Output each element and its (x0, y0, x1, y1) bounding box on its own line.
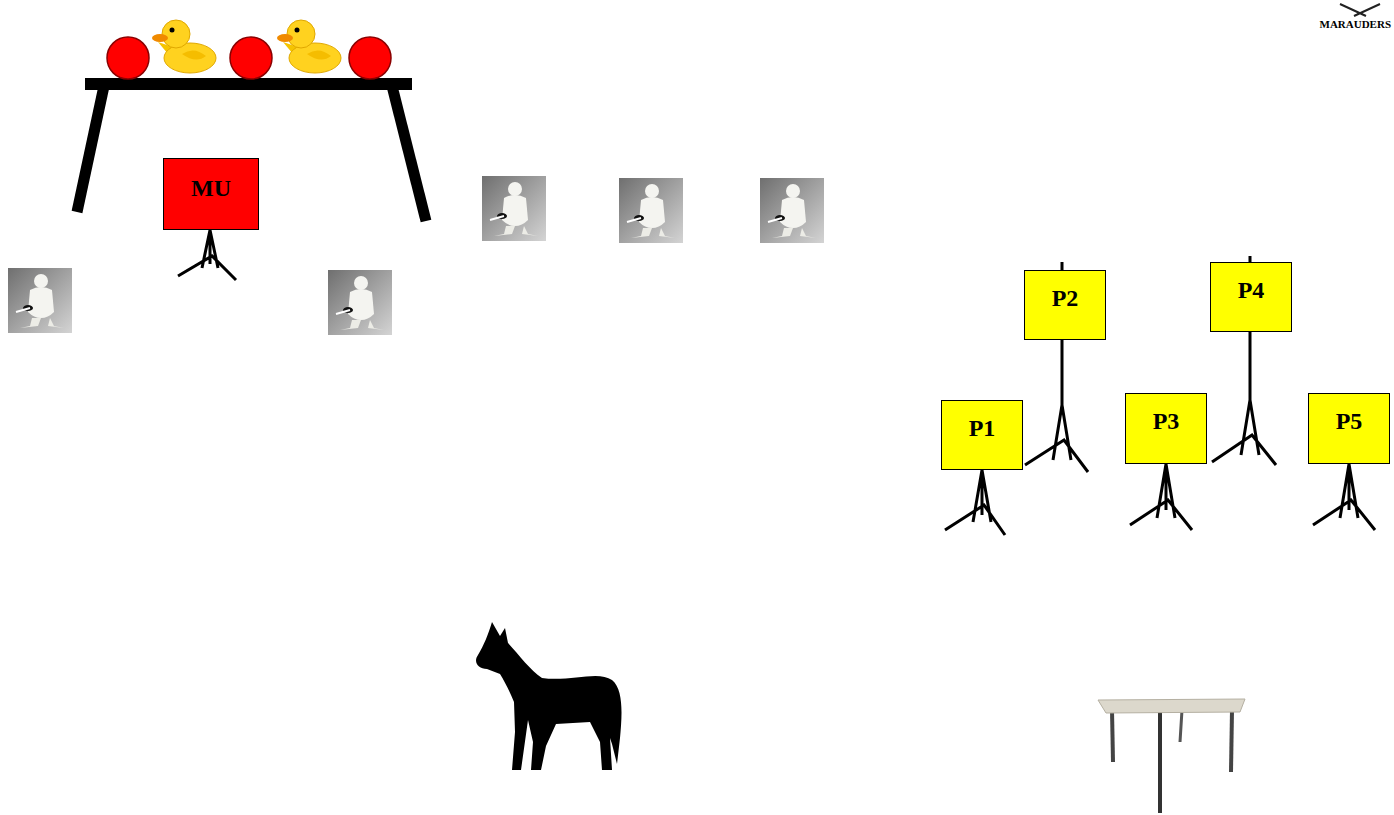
target-label: P1 (969, 415, 996, 442)
paper-target: P1 (941, 400, 1023, 470)
cowboy-target (482, 176, 546, 241)
paper-target: P3 (1125, 393, 1207, 464)
tripod-stand (178, 230, 236, 280)
target-label: P5 (1336, 408, 1363, 435)
cowboy-target (619, 178, 683, 243)
table-leg (1231, 710, 1232, 772)
loading-table (1098, 699, 1245, 813)
plate-target (349, 37, 391, 79)
table-leg (1112, 710, 1113, 762)
target-label: P2 (1052, 285, 1079, 312)
paper-target: P2 (1024, 270, 1106, 340)
plate-target (230, 37, 272, 79)
cowboy-targets (8, 176, 824, 335)
target-label: MU (191, 175, 231, 202)
cowboy-target (328, 270, 392, 335)
duck-target (277, 20, 341, 73)
logo-text: MARAUDERS (1320, 18, 1392, 30)
knockdown-targets (107, 20, 391, 79)
logo-emblem (1340, 4, 1380, 16)
table-leg (392, 86, 426, 221)
horse-silhouette (476, 622, 621, 770)
table-top (1098, 699, 1245, 713)
table-leg (1180, 710, 1182, 742)
plate-target (107, 37, 149, 79)
tripod-stand (945, 470, 1005, 535)
cowboy-target (760, 178, 824, 243)
target-stands (178, 230, 1375, 535)
mu-target: MU (163, 158, 259, 230)
table-leg (1158, 712, 1162, 813)
paper-target: P5 (1308, 393, 1390, 464)
logo-pistols (1340, 4, 1380, 16)
cowboy-target (8, 268, 72, 333)
tripod-stand (1313, 464, 1375, 530)
table-top (85, 78, 412, 90)
duck-target (152, 20, 216, 73)
target-label: P4 (1238, 277, 1265, 304)
table-leg (77, 86, 104, 212)
paper-target: P4 (1210, 262, 1292, 332)
target-label: P3 (1153, 408, 1180, 435)
tripod-stand (1130, 464, 1192, 530)
